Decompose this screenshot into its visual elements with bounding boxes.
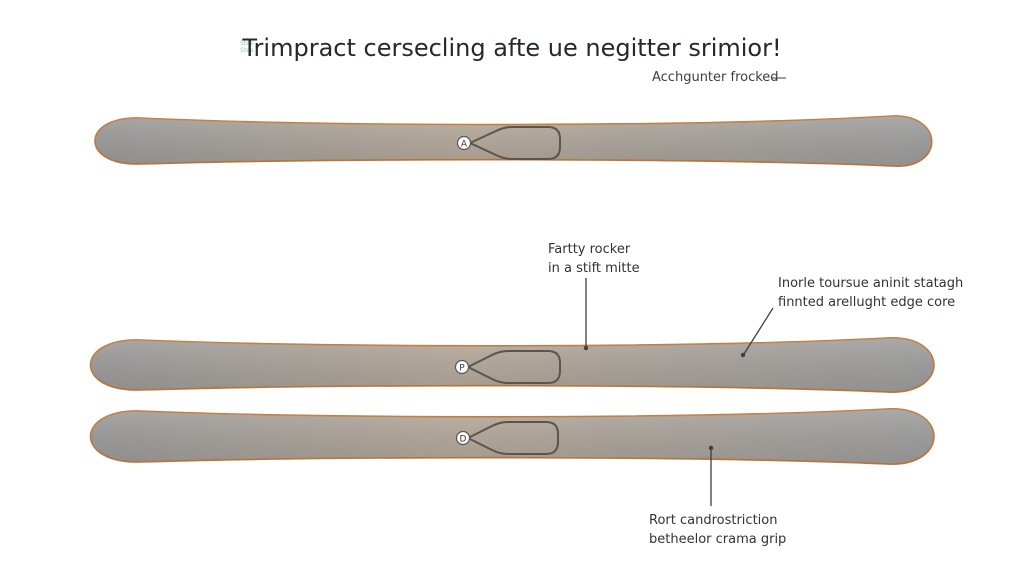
ski-2-marker: P [459,364,465,374]
ski-1: A [94,115,933,167]
callout-rocker-line-1: Fartty rocker [548,242,631,257]
callout-rocker-line-2: in a stift mitte [548,261,640,276]
leader-edge-core [740,307,774,358]
callout-construction-line-2: betheelor crama grip [649,532,787,547]
logo-mark-text: Stee Stea [240,40,254,54]
ski-1-marker-circle [456,135,472,151]
logo-mark: Stee Stea [240,40,264,54]
callout-edge-core: Inorle toursue aninit statagh finnted ar… [778,274,963,312]
callout-edge-core-line-2: finnted arellught edge core [778,295,956,310]
ski-2-binding [465,350,561,384]
ski-2-marker-circle [454,359,470,375]
ski-3-marker-circle [455,430,471,446]
ski-1-binding [467,126,561,160]
callout-construction-line-1: Rort candrostriction [649,513,778,528]
ski-3-binding [465,421,559,455]
leader-construction [708,445,714,506]
diagram-title: Trimpract cersecling afte ue negitter sr… [242,34,782,62]
ski-3-marker: D [460,435,467,445]
ski-2: P [89,337,935,393]
ski-1-marker: A [461,140,468,150]
callout-construction: Rort candrostriction betheelor crama gri… [649,511,786,549]
ski-3: D [89,408,935,465]
callout-edge-core-line-1: Inorle toursue aninit statagh [778,276,964,291]
callout-rocker: Fartty rocker in a stift mitte [548,240,640,278]
leader-rocker [583,278,589,351]
diagram-subtitle: Acchgunter frocked [652,70,779,85]
